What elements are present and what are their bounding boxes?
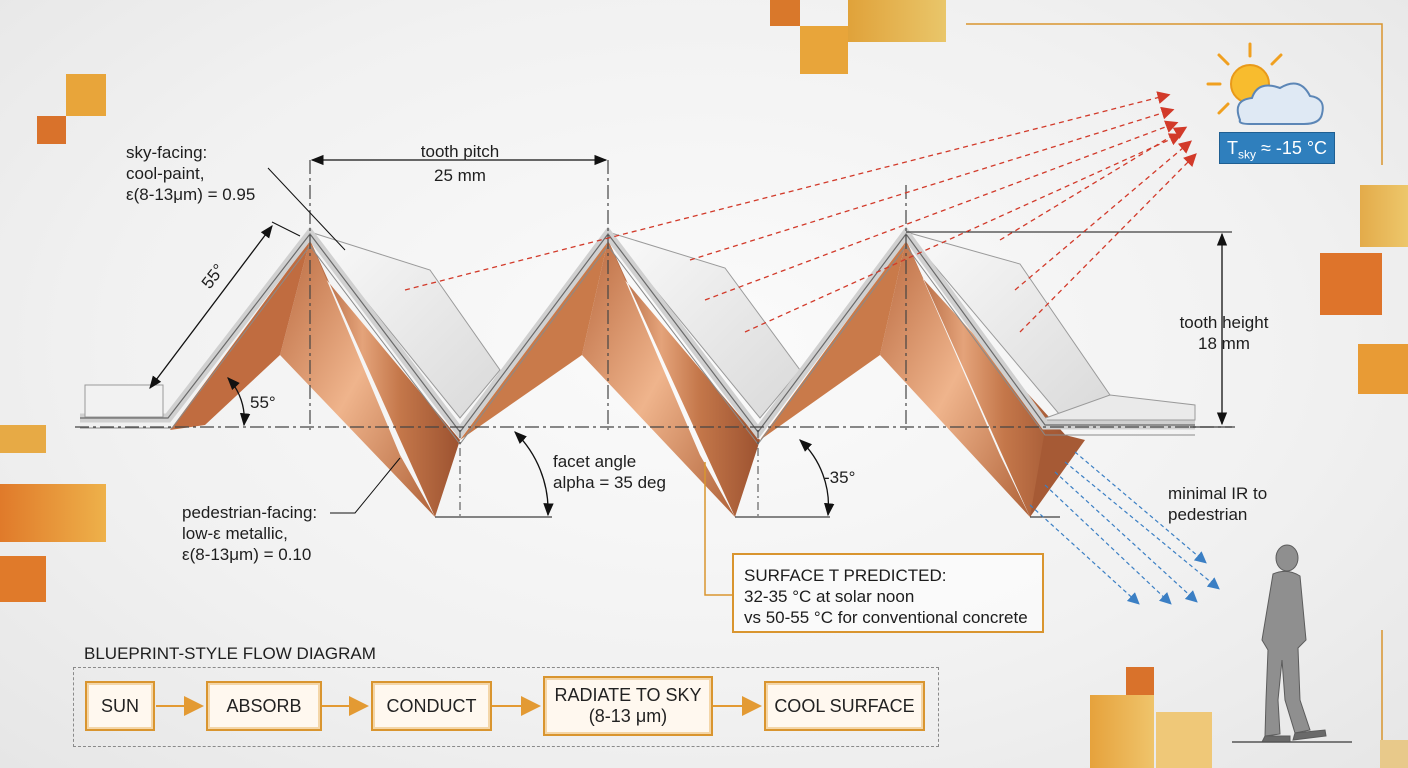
pitch-value: 25 mm (434, 166, 486, 185)
deco-square (1380, 740, 1408, 768)
flow-diagram-title: BLUEPRINT-STYLE FLOW DIAGRAM (84, 644, 376, 663)
prediction-title: SURFACE T PREDICTED: (744, 566, 947, 585)
flow-step-absorb: ABSORB (206, 681, 322, 731)
slope-ext (271, 221, 301, 237)
deco-square (800, 26, 848, 74)
deco-square (1360, 185, 1408, 247)
facet-angle-label: facet angle (553, 452, 637, 471)
ir-ray (1029, 504, 1140, 605)
pitch-label: tooth pitch (420, 142, 500, 161)
surface-prediction-box: SURFACE T PREDICTED: 32-35 °C at solar n… (732, 553, 1044, 633)
ped-leader (330, 457, 401, 514)
slope-dimension (149, 224, 273, 390)
flow-diagram-frame (73, 667, 939, 747)
deco-square (1156, 712, 1212, 768)
sky-ray (744, 133, 1183, 333)
ir-ray (1054, 471, 1198, 603)
deco-square (1320, 253, 1382, 315)
prediction-line: 32-35 °C at solar noon (744, 587, 915, 606)
pedestrian-figure (1261, 544, 1327, 743)
pedestrian-facing-label: pedestrian-facing: (182, 503, 318, 522)
facet-angle-arc (514, 431, 554, 517)
sky-ray (1014, 140, 1192, 291)
deco-square (1358, 344, 1408, 394)
tooth-height-value: 18 mm (1198, 334, 1250, 353)
ir-label: minimal IR to (1168, 484, 1268, 503)
flow-step-radiate: RADIATE TO SKY (8-13 μm) (543, 676, 713, 736)
deco-square (1090, 695, 1154, 768)
prediction-line: vs 50-55 °C for conventional concrete (744, 608, 1028, 627)
flow-step-conduct: CONDUCT (371, 681, 492, 731)
deco-square (1126, 667, 1154, 695)
facet-angle-arc (799, 439, 835, 517)
flow-step-cool: COOL SURFACE (764, 681, 925, 731)
deco-square (37, 116, 66, 144)
sky-ray (704, 120, 1179, 301)
flow-step-radiate-label: RADIATE TO SKY (554, 685, 702, 705)
pedestrian-emissivity-label: ε(8-13μm) = 0.10 (182, 545, 312, 564)
white-facet (1039, 394, 1196, 421)
copper-facet (582, 240, 735, 517)
negative-angle-label: -35° (824, 468, 856, 487)
facet-angle-value: alpha = 35 deg (553, 473, 666, 492)
pedestrian-coat-label: low-ε metallic, (182, 524, 288, 543)
deco-square (848, 0, 946, 42)
copper-facet (880, 240, 1030, 517)
flow-step-radiate-sub: (8-13 μm) (588, 706, 668, 726)
sky-ray (689, 106, 1175, 261)
deco-square (0, 484, 106, 542)
ir-ray (1074, 451, 1207, 564)
frame-line-top (966, 23, 1383, 165)
sun-cloud-icon (1206, 42, 1324, 125)
sky-ray (999, 126, 1188, 241)
copper-facet (310, 240, 460, 517)
ir-ray (1044, 484, 1172, 605)
deco-square (770, 0, 800, 26)
sky-ray (404, 91, 1171, 291)
sky-coat-label: cool-paint, (126, 164, 205, 183)
tooth-height-label: tooth height (1179, 313, 1269, 332)
copper-facet (280, 240, 435, 517)
flow-step-sun: SUN (85, 681, 155, 731)
sky-leader (267, 167, 346, 251)
base-ledge (84, 384, 164, 418)
sky-facing-label: sky-facing: (126, 143, 208, 162)
ir-ray (1064, 461, 1220, 590)
ir-label-2: pedestrian (1168, 505, 1248, 524)
sky-emissivity-label: ε(8-13μm) = 0.95 (126, 185, 256, 204)
angle-arc (227, 377, 251, 427)
base-angle-label: 55° (250, 393, 276, 412)
white-facet (308, 231, 501, 419)
sky-ray (1019, 153, 1197, 333)
predict-leader (704, 462, 732, 596)
deco-square (66, 74, 106, 116)
deco-square (0, 425, 46, 453)
copper-facet (906, 240, 1070, 517)
sky-temperature-badge: Tsky ≈ -15 °C (1219, 132, 1335, 164)
deco-square (0, 556, 46, 602)
copper-facet (608, 240, 760, 517)
